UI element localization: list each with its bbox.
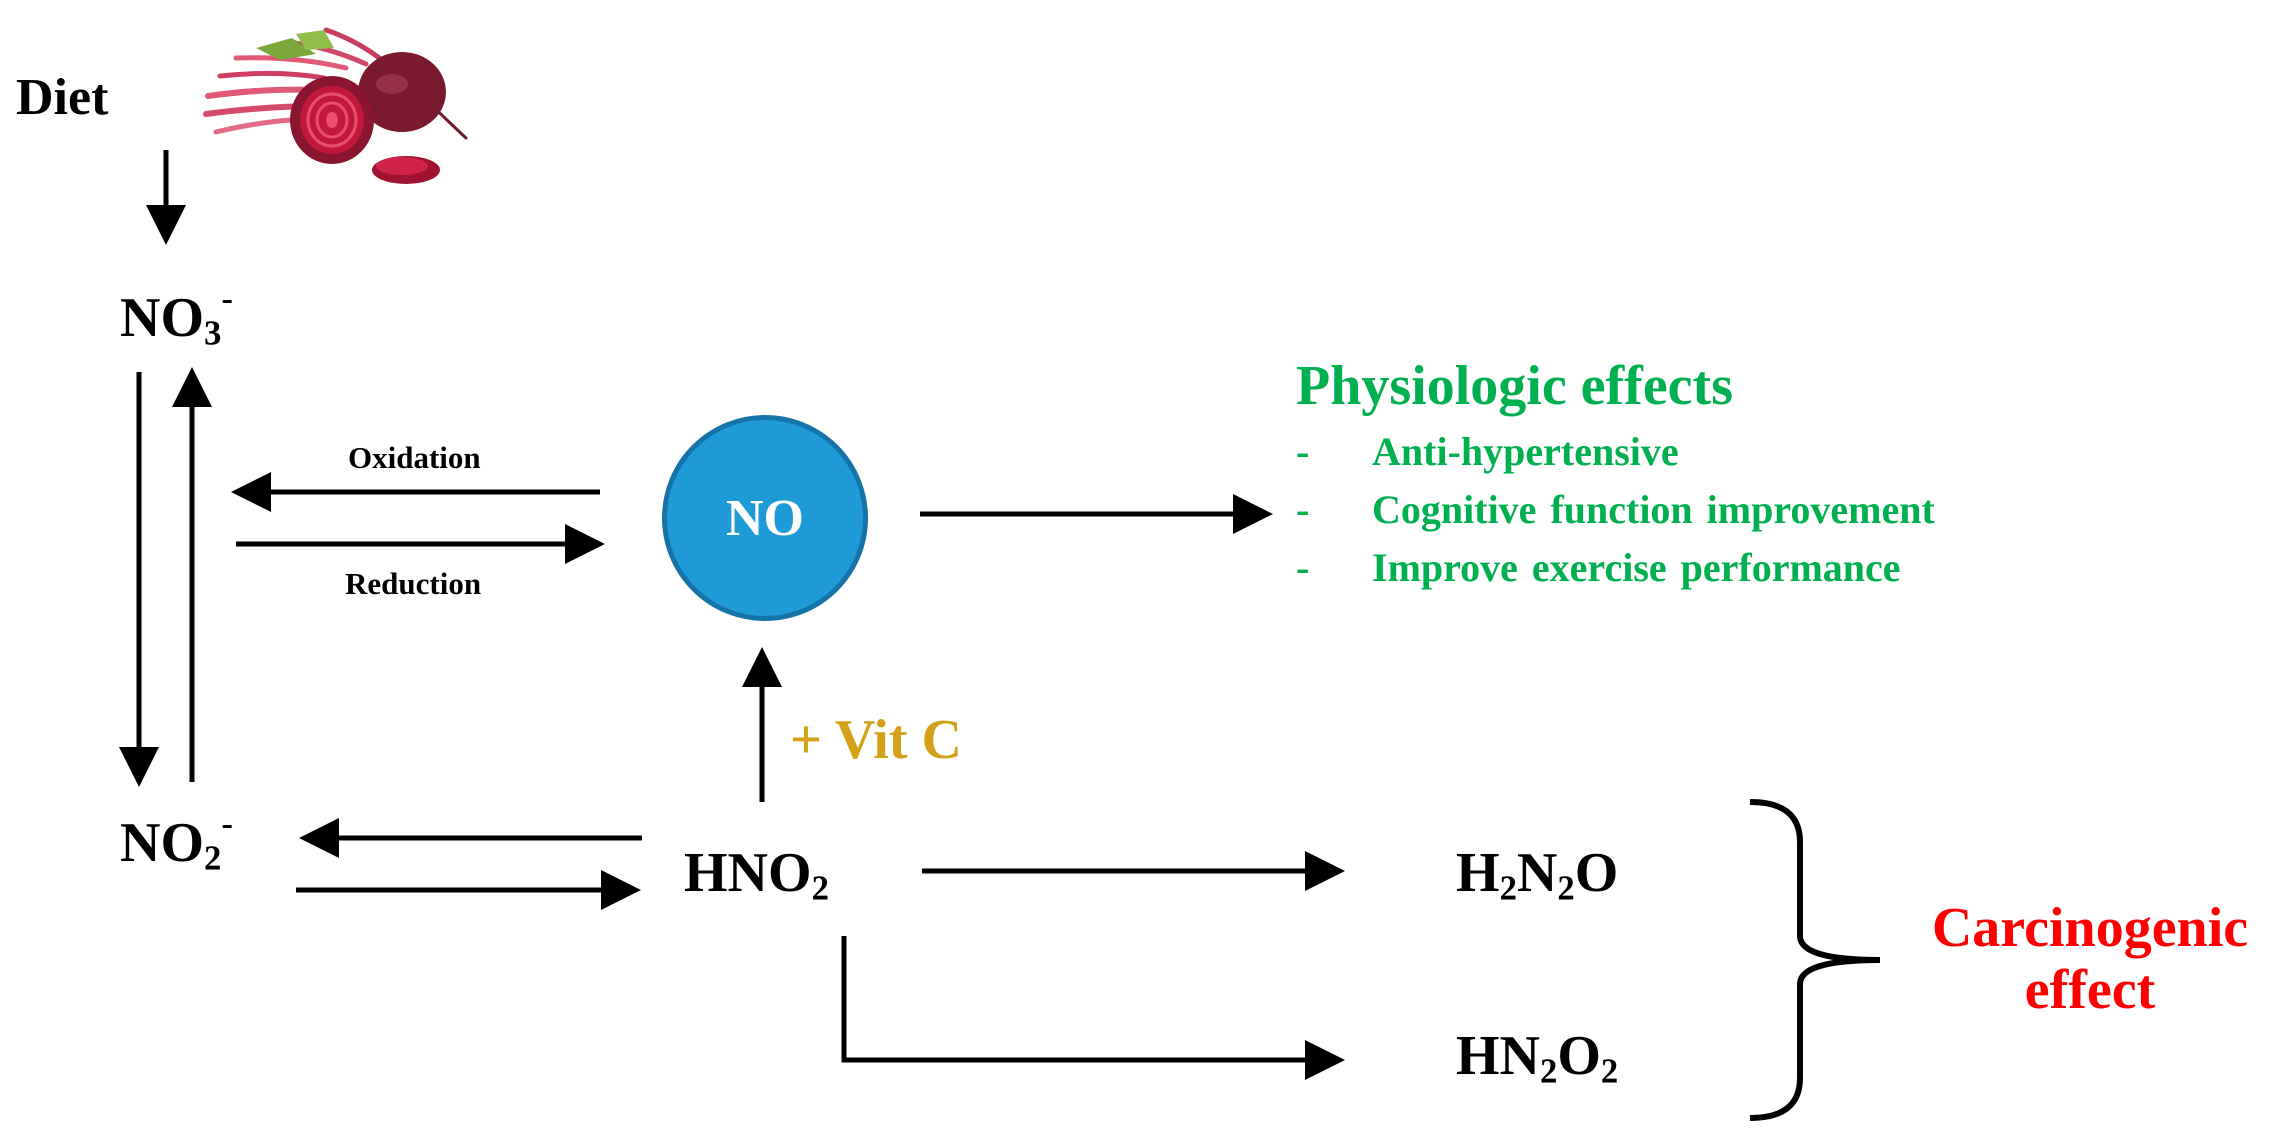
beetroot-image: [203, 27, 468, 184]
carcinogenic-line2: effect: [2024, 958, 2156, 1021]
hno2-to-hn2o2-arrow: [841, 936, 1345, 1080]
effect-text: Cognitive function improvement: [1372, 487, 1935, 532]
hn2o2-label: HN2O2: [1456, 1025, 1619, 1091]
physiologic-effects-title: Physiologic effects: [1296, 355, 1733, 417]
carcinogenic-line1: Carcinogenic: [1931, 897, 2249, 959]
effect-text: Improve exercise performance: [1372, 545, 1901, 590]
vitamin-c-label: + Vit C: [790, 709, 962, 771]
nitric-oxide-label: NO: [726, 489, 804, 547]
effect-dash: -: [1296, 487, 1310, 532]
reduction-label: Reduction: [345, 566, 482, 601]
oxidation-label: Oxidation: [348, 440, 481, 475]
effect-dash: -: [1296, 545, 1310, 590]
effect-dash: -: [1296, 429, 1310, 474]
carcinogenic-bracket: [1749, 799, 1881, 1121]
h2n2o-label: H2N2O: [1456, 842, 1619, 908]
effect-text: Anti-hypertensive: [1372, 429, 1679, 474]
carcinogenic-label: Carcinogenic effect: [1910, 897, 2270, 1021]
diet-label: Diet: [16, 69, 109, 126]
nitrite-label: NO2-: [120, 803, 233, 878]
nitrate-label: NO3-: [120, 278, 233, 353]
nitric-oxide-node: NO: [662, 415, 868, 621]
nitrous-acid-label: HNO2: [684, 842, 829, 908]
